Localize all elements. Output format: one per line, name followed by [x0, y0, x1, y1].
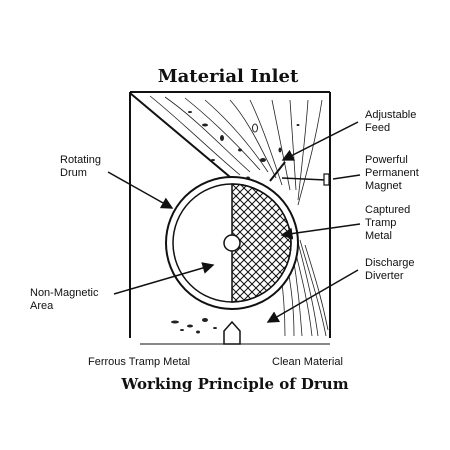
non-magnetic-arrow — [113, 262, 215, 295]
adjustable-feed-gate — [269, 161, 286, 182]
label-non-magnetic: Non-Magnetic Area — [30, 287, 102, 312]
captured-tramp-arrow — [280, 223, 361, 240]
label-discharge-diverter: Discharge Diverter — [365, 257, 418, 282]
diagram-caption: Working Principle of Drum — [120, 375, 348, 393]
diagram-title: Material Inlet — [158, 66, 299, 87]
drum-shaft — [223, 234, 241, 252]
discharge-diverter — [223, 320, 241, 345]
magnet-zone — [231, 183, 292, 303]
inlet-chute-wall — [129, 92, 237, 183]
label-powerful-magnet: Powerful Permanent Magnet — [365, 154, 422, 192]
magnet-arrow — [332, 174, 361, 180]
label-captured-tramp: Captured Tramp Metal — [365, 204, 413, 242]
adjustable-feed-arrow — [281, 121, 359, 161]
housing-frame — [129, 91, 331, 338]
material-stream — [149, 95, 329, 337]
rotating-drum — [165, 176, 299, 310]
material-particles — [171, 111, 300, 334]
magnet-rod — [281, 177, 327, 181]
discharge-diverter-arrow — [266, 269, 359, 323]
label-ferrous-tramp: Ferrous Tramp Metal — [88, 356, 190, 368]
label-adjustable-feed: Adjustable Feed — [365, 109, 419, 134]
rotating-drum-arrow — [107, 171, 174, 209]
label-clean-material: Clean Material — [272, 356, 343, 368]
label-rotating-drum: Rotating Drum — [60, 154, 104, 179]
magnet-rod-end — [323, 173, 330, 186]
